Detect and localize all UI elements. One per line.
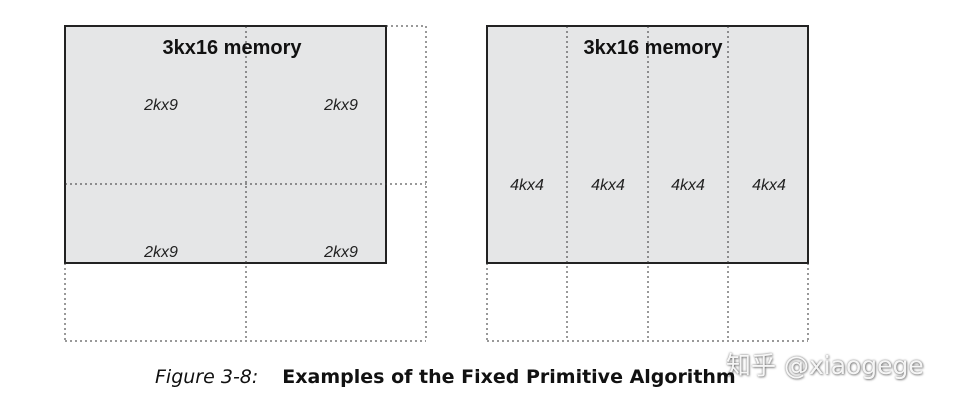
- right-primitive-grid: [486, 26, 809, 342]
- left-memory-block: [64, 25, 387, 264]
- right-memory-title: 3kx16 memory: [584, 37, 724, 59]
- right-memory-diagram: 3kx16 memory 4kx4 4kx4 4kx4 4kx4: [486, 25, 809, 342]
- left-memory-title: 3kx16 memory: [163, 37, 303, 59]
- left-primitive-grid: [64, 25, 427, 342]
- watermark: 知乎 @xiaogege: [726, 351, 924, 380]
- figure-number: Figure 3-8:: [155, 366, 259, 388]
- left-primitive-label-4: 2kx9: [323, 244, 358, 261]
- right-primitive-label-1: 4kx4: [510, 177, 544, 194]
- figure-title: Examples of the Fixed Primitive Algorith…: [282, 366, 736, 388]
- figure-caption: Figure 3-8: Examples of the Fixed Primiti…: [155, 366, 736, 388]
- left-primitive-label-3: 2kx9: [143, 244, 178, 261]
- left-memory-diagram: 3kx16 memory 2kx9 2kx9 2kx9 2kx9: [64, 25, 427, 342]
- right-memory-block: [486, 25, 809, 264]
- left-primitive-label-2: 2kx9: [323, 97, 358, 114]
- left-primitive-label-1: 2kx9: [143, 97, 178, 114]
- right-primitive-label-3: 4kx4: [671, 177, 705, 194]
- right-primitive-label-4: 4kx4: [752, 177, 786, 194]
- right-primitive-label-2: 4kx4: [591, 177, 625, 194]
